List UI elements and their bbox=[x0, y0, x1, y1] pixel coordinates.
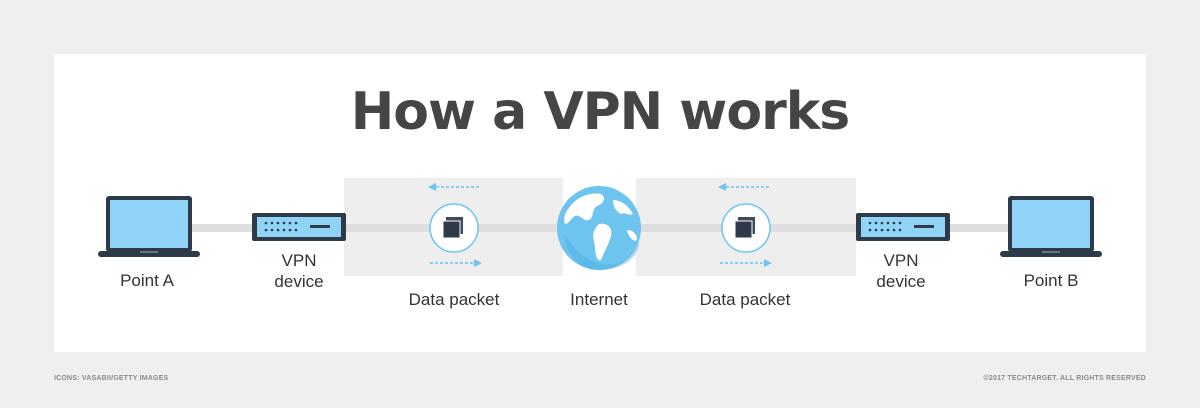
diagram-title: How a VPN works bbox=[350, 82, 851, 142]
data-packet-left-label: Data packet bbox=[408, 290, 500, 309]
data-packet-right-label: Data packet bbox=[699, 290, 791, 309]
laptop-icon bbox=[98, 196, 200, 257]
icons-credit: ICONS: VASABII/GETTY IMAGES bbox=[54, 375, 169, 382]
data-packet-icon bbox=[721, 203, 771, 253]
dashed-arrow-left-icon bbox=[428, 183, 480, 191]
internet-label: Internet bbox=[570, 290, 628, 309]
globe-icon bbox=[557, 186, 641, 270]
vpn-router-icon bbox=[856, 213, 950, 241]
vpn-device-right-label: VPN device bbox=[876, 251, 926, 291]
dashed-arrow-right-icon bbox=[720, 259, 772, 267]
dashed-arrow-right-icon bbox=[430, 259, 482, 267]
dashed-arrow-left-icon bbox=[718, 183, 770, 191]
data-packet-icon bbox=[429, 203, 479, 253]
vpn-device-left-label: VPN device bbox=[274, 251, 324, 291]
point-a-label: Point A bbox=[120, 271, 174, 290]
copyright-notice: ©2017 TECHTARGET. ALL RIGHTS RESERVED bbox=[983, 375, 1146, 382]
vpn-router-icon bbox=[252, 213, 346, 241]
laptop-icon bbox=[1000, 196, 1102, 257]
point-b-label: Point B bbox=[1023, 271, 1079, 290]
